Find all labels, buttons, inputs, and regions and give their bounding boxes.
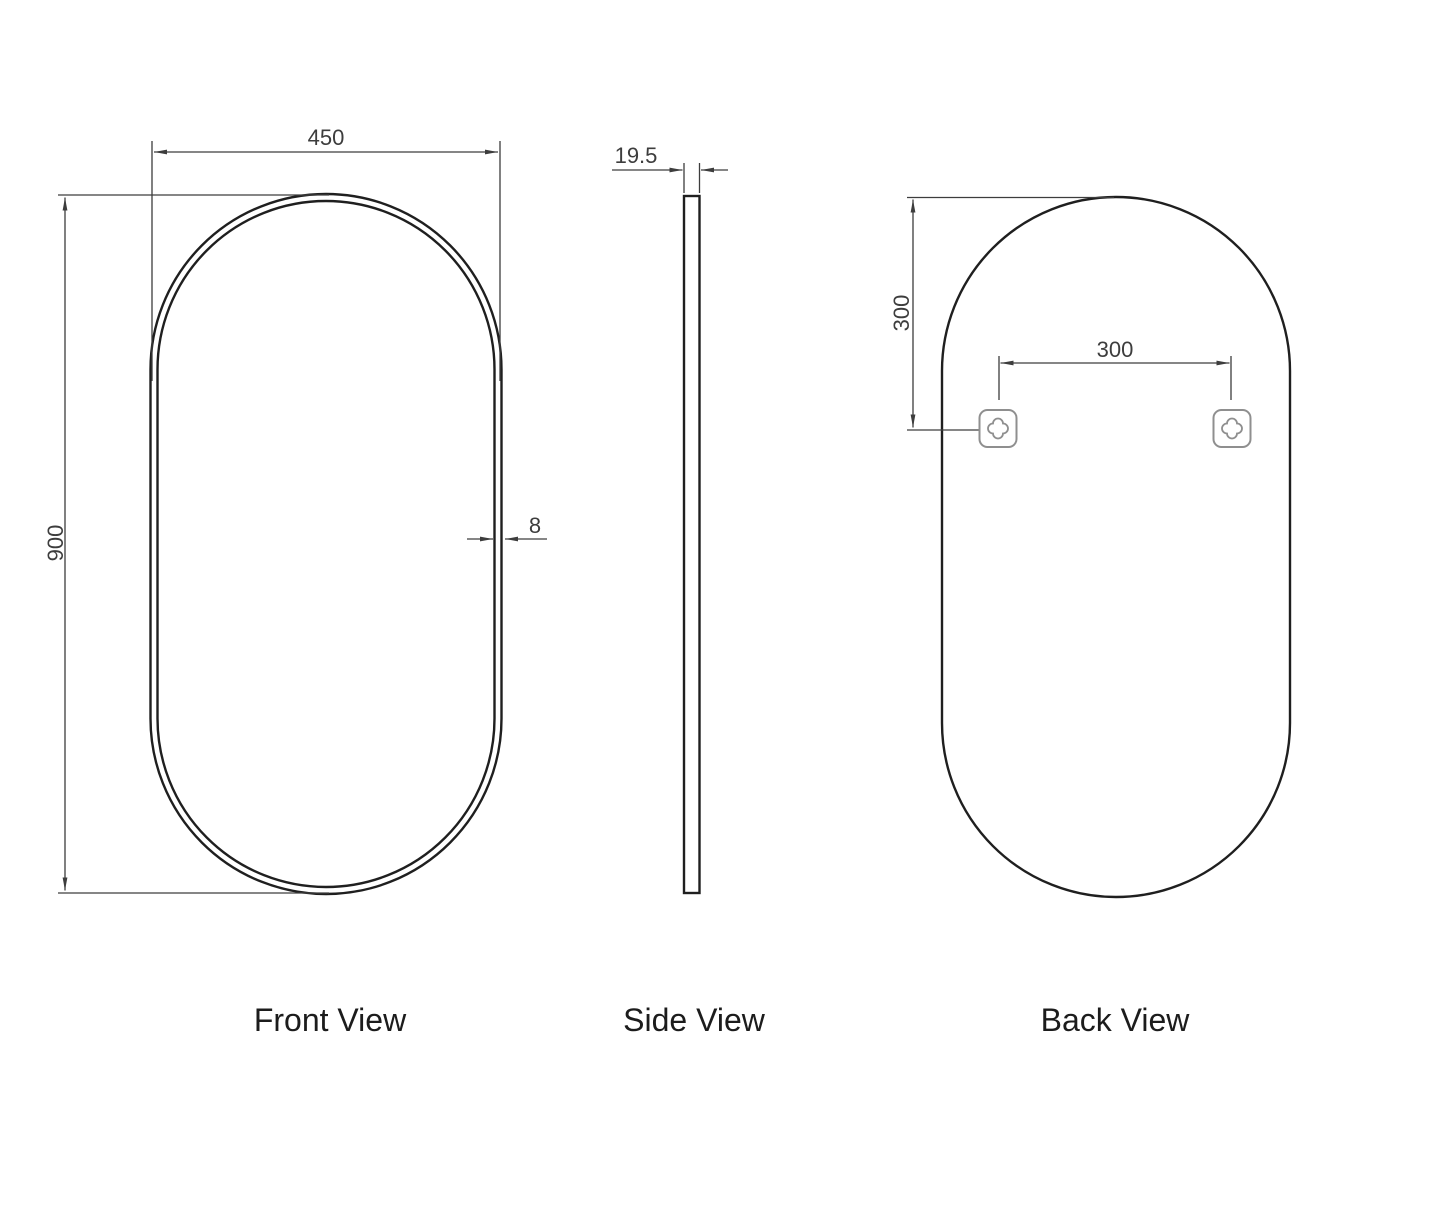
front-width-value: 450 [308,125,345,150]
front-height-value: 900 [43,525,68,562]
back-mirror-outline [940,195,1292,899]
back-mount-spacing-dimension: 300 [998,337,1232,400]
back-view-label: Back View [1041,1002,1191,1038]
mount-bracket-right [1212,409,1252,448]
mount-bracket-left-keyhole-icon [987,417,1009,440]
front-width-dimension: 450 [151,125,501,381]
back-view: 300 300 Back View [889,195,1292,1038]
mount-bracket-left-plate [978,409,1018,448]
back-offset-value: 300 [889,295,914,332]
mount-bracket-right-keyhole-icon [1221,417,1243,440]
side-view-label: Side View [623,1002,766,1038]
front-height-dimension: 900 [43,194,329,894]
mount-bracket-right-plate [1212,409,1252,448]
side-depth-dimension: 19.5 [612,143,728,193]
front-view-label: Front View [254,1002,407,1038]
frame-thickness-value: 8 [529,513,541,538]
back-spacing-value: 300 [1097,337,1134,362]
side-depth-value: 19.5 [615,143,658,168]
front-mirror-inner-outline [156,199,496,889]
front-frame-thickness-dimension: 8 [467,513,547,542]
front-view: 450 900 8 Front View [43,125,547,1038]
front-mirror-outer-outline [149,192,503,896]
mount-bracket-left [978,409,1018,448]
back-mount-offset-dimension: 300 [889,196,1114,431]
side-mirror-profile [682,194,701,895]
side-view: 19.5 Side View [612,143,766,1038]
